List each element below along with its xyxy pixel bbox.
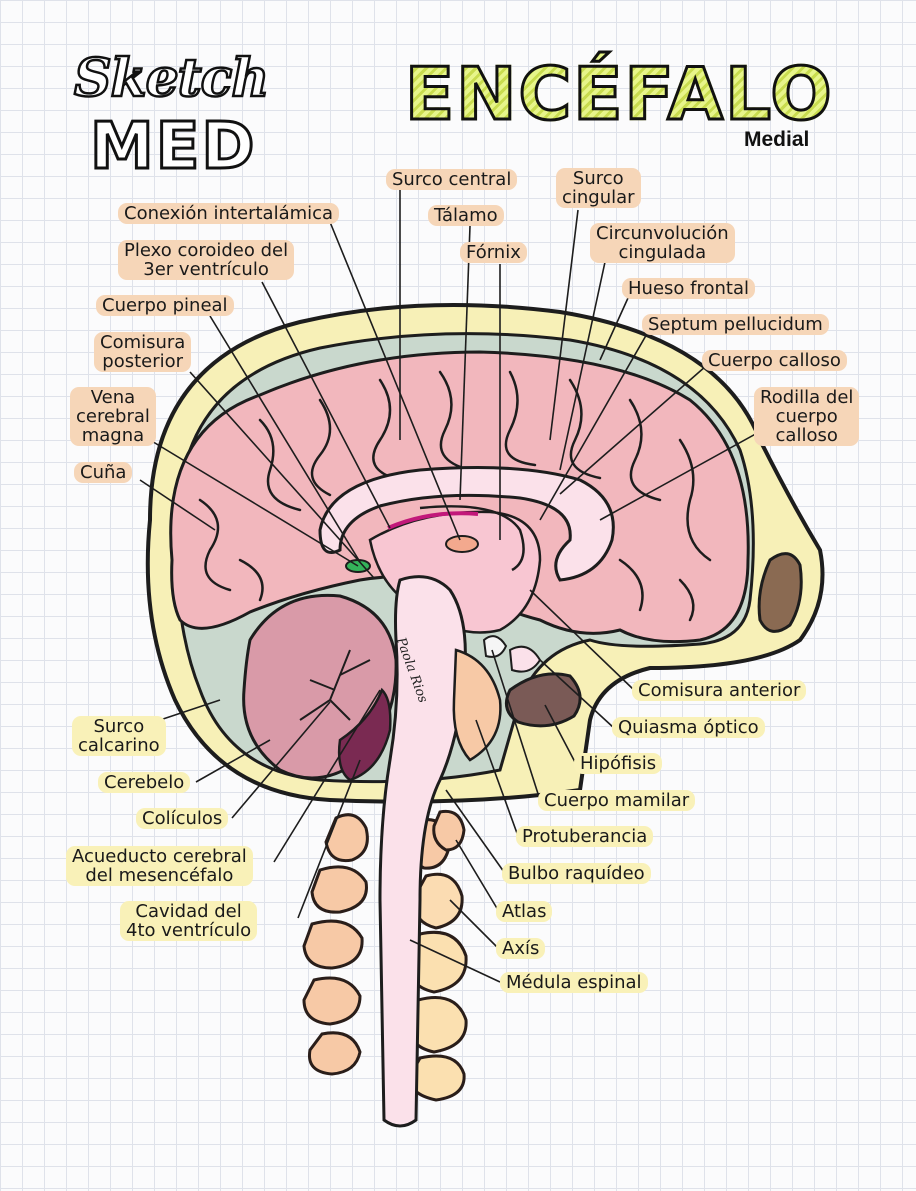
label-comisura-posterior: Comisura posterior [94, 332, 192, 372]
label-talamo: Tálamo [428, 205, 504, 226]
logo-med-text: MED [89, 109, 257, 186]
label-rodilla-line3: calloso [775, 425, 838, 446]
label-medula-espinal: Médula espinal [500, 972, 648, 993]
label-cuna: Cuña [74, 462, 133, 483]
frontal-sinus [757, 552, 803, 633]
label-plexo-coroideo-line2: 3er ventrículo [143, 259, 269, 280]
mamillary-body [482, 635, 508, 658]
interthalamic-adhesion [445, 535, 479, 553]
label-rodilla-line2: cuerpo [775, 406, 838, 427]
label-coliculos: Colículos [136, 808, 229, 829]
page-subtitle: Medial [744, 128, 810, 151]
arbor-vitae [299, 649, 371, 721]
label-cavidad-line1: Cavidad del [135, 901, 242, 922]
label-plexo-coroideo: Plexo coroideo del 3er ventrículo [118, 240, 295, 280]
choroid-plexus [387, 511, 479, 530]
label-bulbo-raquideo: Bulbo raquídeo [502, 863, 651, 884]
label-vena-line2: cerebral [76, 406, 150, 427]
label-surco-calcarino-line1: Surco [93, 716, 145, 737]
label-surco-central: Surco central [386, 169, 518, 190]
sketchmed-logo: Sketch MED [52, 40, 282, 190]
label-vena-line3: magna [81, 425, 145, 446]
label-cerebelo: Cerebelo [98, 772, 191, 793]
page-title: ENCÉFALO [404, 51, 834, 138]
label-surco-cingular-line1: Surco [572, 168, 624, 189]
fourth-ventricle [337, 687, 392, 782]
label-comisura-posterior-line2: posterior [102, 351, 184, 372]
pituitary [504, 672, 582, 728]
label-cuerpo-pineal: Cuerpo pineal [96, 295, 234, 316]
label-hipofisis: Hipófisis [574, 753, 663, 774]
label-circunvolucion-line2: cingulada [618, 242, 707, 263]
label-surco-calcarino-line2: calcarino [78, 735, 160, 756]
label-fornix: Fórnix [460, 242, 527, 263]
label-atlas: Atlas [496, 901, 553, 922]
brainstem [378, 575, 467, 1128]
label-comisura-anterior: Comisura anterior [632, 680, 807, 701]
label-conexion-intertalamica: Conexión intertalámica [118, 203, 340, 224]
label-septum-pellucidum: Septum pellucidum [642, 314, 829, 335]
logo-sketch-text: Sketch [73, 47, 271, 111]
label-cuerpo-calloso: Cuerpo calloso [702, 350, 847, 371]
label-plexo-coroideo-line1: Plexo coroideo del [124, 240, 289, 261]
label-vena-line1: Vena [90, 387, 136, 408]
label-hueso-frontal: Hueso frontal [622, 278, 755, 299]
label-acueducto-cerebral: Acueducto cerebral del mesencéfalo [66, 846, 253, 886]
gyri [198, 370, 712, 622]
label-rodilla-cuerpo-calloso: Rodilla del cuerpo calloso [754, 387, 860, 446]
label-surco-cingular: Surco cingular [556, 168, 641, 208]
label-cavidad-4to-ventriculo: Cavidad del 4to ventrículo [120, 901, 258, 941]
label-comisura-posterior-line1: Comisura [100, 332, 186, 353]
label-circunvolucion-line1: Circunvolución [596, 223, 729, 244]
label-protuberancia: Protuberancia [516, 826, 654, 847]
pons [452, 648, 502, 762]
label-circunvolucion-cingulada: Circunvolución cingulada [590, 223, 735, 263]
label-acueducto-line1: Acueducto cerebral [72, 846, 247, 867]
label-axis: Axís [496, 938, 546, 959]
label-surco-calcarino: Surco calcarino [72, 716, 166, 756]
label-vena-cerebral-magna: Vena cerebral magna [70, 387, 156, 446]
label-quiasma-optico: Quiasma óptico [612, 717, 765, 738]
label-cavidad-line2: 4to ventrículo [126, 920, 252, 941]
fornix [419, 505, 525, 572]
label-cuerpo-mamilar: Cuerpo mamilar [538, 790, 696, 811]
label-surco-cingular-line2: cingular [562, 187, 635, 208]
label-rodilla-line1: Rodilla del [760, 387, 854, 408]
leader-lines [129, 190, 771, 983]
label-acueducto-line2: del mesencéfalo [85, 865, 234, 886]
